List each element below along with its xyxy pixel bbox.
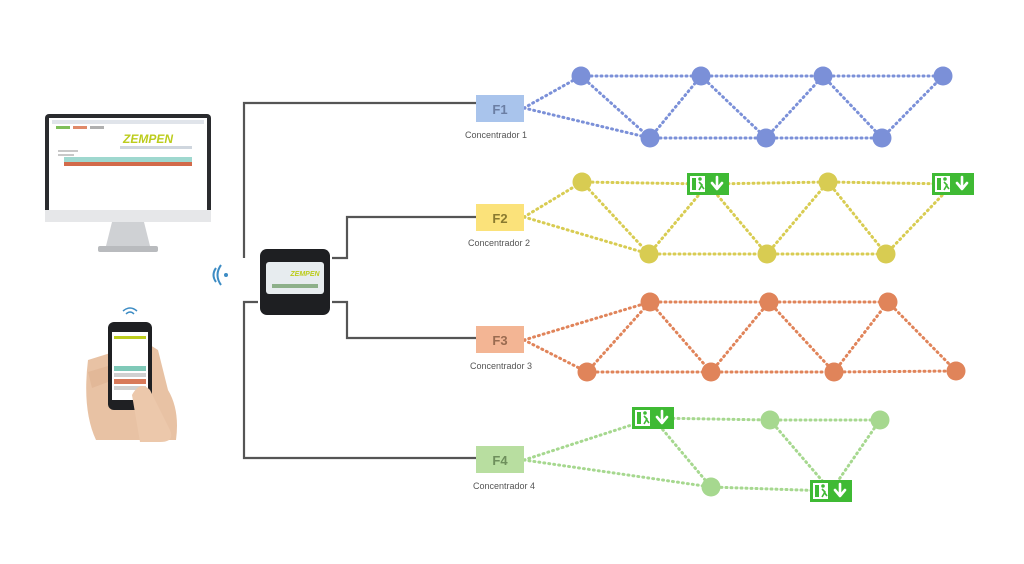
concentrator-f2-box xyxy=(476,204,524,231)
mesh-node xyxy=(872,128,892,148)
mesh-link xyxy=(522,180,584,219)
mesh-node xyxy=(824,362,844,382)
mesh-link xyxy=(585,300,652,374)
wifi-icon xyxy=(212,264,228,286)
mesh-node xyxy=(878,292,898,312)
mesh-node xyxy=(933,66,953,86)
mesh-network-f3 xyxy=(522,292,966,382)
concentrator-f1-caption: Concentrador 1 xyxy=(465,130,527,140)
mesh-link xyxy=(579,74,652,140)
mesh-link xyxy=(886,300,958,373)
mesh-node xyxy=(759,292,779,312)
mesh-network-f1 xyxy=(522,66,953,148)
mesh-link xyxy=(709,300,771,374)
exit-sign-icon xyxy=(632,407,674,429)
mesh-link xyxy=(706,182,769,256)
mesh-network-f4 xyxy=(522,407,890,502)
mesh-node xyxy=(756,128,776,148)
mesh-node xyxy=(572,172,592,192)
mesh-node xyxy=(818,172,838,192)
exit-sign-icon xyxy=(810,480,852,502)
mesh-link xyxy=(522,74,583,110)
concentrator-f1: F1 Concentrador 1 xyxy=(465,95,527,140)
mesh-node xyxy=(639,244,659,264)
mesh-node xyxy=(571,66,591,86)
concentrator-f4-box xyxy=(476,446,524,473)
monitor-icon: ZEMPEN xyxy=(45,114,211,252)
smartphone-icon xyxy=(86,307,177,442)
mesh-link xyxy=(764,74,825,140)
mesh-node xyxy=(577,362,597,382)
concentrator-f3: F3 Concentrador 3 xyxy=(470,326,532,371)
controller-logo-text: ZEMPEN xyxy=(289,271,320,278)
mesh-link xyxy=(767,300,836,374)
mesh-link xyxy=(648,300,713,374)
mesh-node xyxy=(640,292,660,312)
mesh-link xyxy=(651,416,713,489)
mesh-link xyxy=(821,74,884,140)
concentrator-f3-caption: Concentrador 3 xyxy=(470,361,532,371)
mesh-link xyxy=(826,180,888,256)
mesh-node xyxy=(757,244,777,264)
exit-sign-icon xyxy=(687,173,729,195)
mesh-node xyxy=(640,128,660,148)
mesh-link xyxy=(768,418,833,493)
mesh-link xyxy=(522,300,652,342)
controller-icon: ZEMPEN xyxy=(260,249,330,315)
concentrator-f3-label: F3 xyxy=(492,333,507,348)
concentrator-f1-box xyxy=(476,95,524,122)
mesh-link xyxy=(832,369,958,374)
mesh-link xyxy=(829,418,882,493)
concentrator-f2: F2 Concentrador 2 xyxy=(468,204,530,248)
mesh-node xyxy=(691,66,711,86)
mesh-node xyxy=(870,410,890,430)
concentrator-f1-label: F1 xyxy=(492,102,507,117)
mesh-node xyxy=(701,362,721,382)
concentrator-f2-label: F2 xyxy=(492,211,507,226)
concentrator-f2-caption: Concentrador 2 xyxy=(468,238,530,248)
mesh-link xyxy=(647,182,710,256)
mesh-node xyxy=(876,244,896,264)
mesh-link xyxy=(832,300,890,374)
concentrator-f4-label: F4 xyxy=(492,453,508,468)
mesh-node xyxy=(760,410,780,430)
mesh-link xyxy=(880,74,945,140)
mesh-link xyxy=(580,180,651,256)
exit-sign-icon xyxy=(932,173,974,195)
mesh-node xyxy=(701,477,721,497)
mesh-link xyxy=(765,180,830,256)
mesh-link xyxy=(648,74,703,140)
mesh-node xyxy=(813,66,833,86)
concentrator-f3-box xyxy=(476,326,524,353)
wiring xyxy=(242,101,476,460)
mesh-link xyxy=(699,74,768,140)
concentrator-f4: F4 Concentrador 4 xyxy=(473,446,535,491)
mesh-link xyxy=(522,215,651,256)
mesh-link xyxy=(884,182,955,256)
mesh-network-f2 xyxy=(522,172,974,264)
mesh-node xyxy=(946,361,966,381)
monitor-logo-text: ZEMPEN xyxy=(122,132,173,146)
concentrator-f4-caption: Concentrador 4 xyxy=(473,481,535,491)
mesh-link xyxy=(522,106,652,140)
mesh-link xyxy=(522,458,713,489)
mesh-link xyxy=(522,338,589,374)
